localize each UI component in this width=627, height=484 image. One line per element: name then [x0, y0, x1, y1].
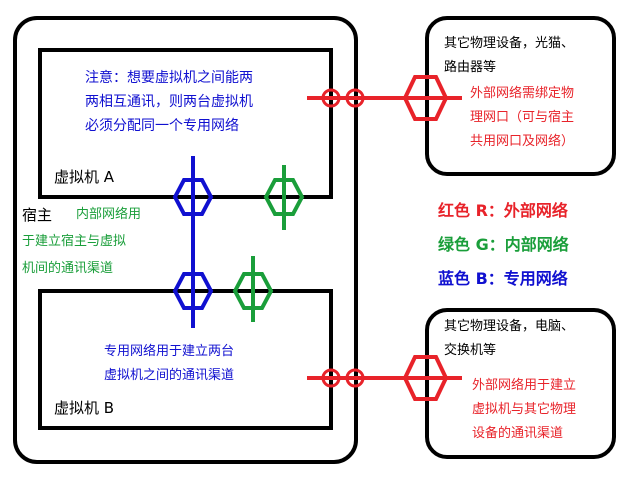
external-bottom-note-line: 设备的通讯渠道: [472, 426, 564, 441]
legend-green: 绿色 G：内部网络: [438, 235, 569, 254]
external-top-note: 外部网络需绑定物 理网口（可与宿主 共用网口及网络）: [470, 82, 574, 154]
host-note-line: 内部网络用: [76, 207, 142, 222]
vm-a-private-connector: [172, 178, 214, 216]
vm-b-private-connector: [172, 272, 214, 310]
external-bottom-note-line: 外部网络用于建立: [472, 378, 577, 393]
device-bottom-line: 其它物理设备，电脑、: [444, 319, 575, 334]
external-top-note-line: 外部网络需绑定物: [470, 86, 575, 101]
device-bottom-text: 其它物理设备，电脑、 交换机等: [444, 315, 574, 363]
device-top-line: 其它物理设备，光猫、: [444, 36, 575, 51]
vm-b-note-line: 虚拟机之间的通讯渠道: [104, 368, 235, 383]
legend-blue: 蓝色 B：专用网络: [438, 269, 568, 288]
legend-red: 红色 R：外部网络: [438, 201, 568, 220]
device-bottom-line: 交换机等: [444, 343, 497, 358]
vm-a-note-line: 两相互通讯，则两台虚拟机: [85, 94, 253, 110]
host-note-line: 于建立宿主与虚拟: [22, 234, 127, 249]
host-label: 宿主: [22, 206, 53, 224]
device-bottom-box: [425, 308, 616, 459]
vm-a-note-line: 必须分配同一个专用网络: [85, 118, 239, 134]
device-top-text: 其它物理设备，光猫、 路由器等: [444, 32, 574, 80]
vm-b-note-line: 专用网络用于建立两台: [104, 344, 235, 359]
vm-b-box: [38, 289, 333, 430]
host-note-line: 机间的通讯渠道: [22, 261, 114, 276]
vm-b-internal-connector: [232, 272, 274, 310]
vm-a-internal-connector: [263, 178, 305, 216]
host-box: [13, 16, 358, 464]
device-top-line: 路由器等: [444, 60, 497, 75]
vm-b-label: 虚拟机 B: [54, 399, 115, 417]
vm-a-note-line: 注意：想要虚拟机之间能两: [85, 70, 253, 86]
host-external-port-bottom: [345, 368, 365, 388]
vm-a-note: 注意：想要虚拟机之间能两 两相互通讯，则两台虚拟机 必须分配同一个专用网络: [85, 66, 253, 138]
vm-a-label: 虚拟机 A: [54, 168, 115, 186]
vm-b-external-port: [321, 368, 341, 388]
device-top-external-connector: [402, 75, 449, 121]
vm-a-external-port: [321, 88, 341, 108]
vm-b-note: 专用网络用于建立两台 虚拟机之间的通讯渠道: [104, 340, 234, 388]
external-top-note-line: 理网口（可与宿主: [470, 110, 575, 125]
vm-a-box: [38, 48, 333, 199]
external-bottom-note: 外部网络用于建立 虚拟机与其它物理 设备的通讯渠道: [472, 374, 576, 446]
host-external-port-top: [345, 88, 365, 108]
device-bottom-external-connector: [402, 355, 449, 401]
external-top-note-line: 共用网口及网络）: [470, 134, 575, 149]
external-bottom-note-line: 虚拟机与其它物理: [472, 402, 577, 417]
